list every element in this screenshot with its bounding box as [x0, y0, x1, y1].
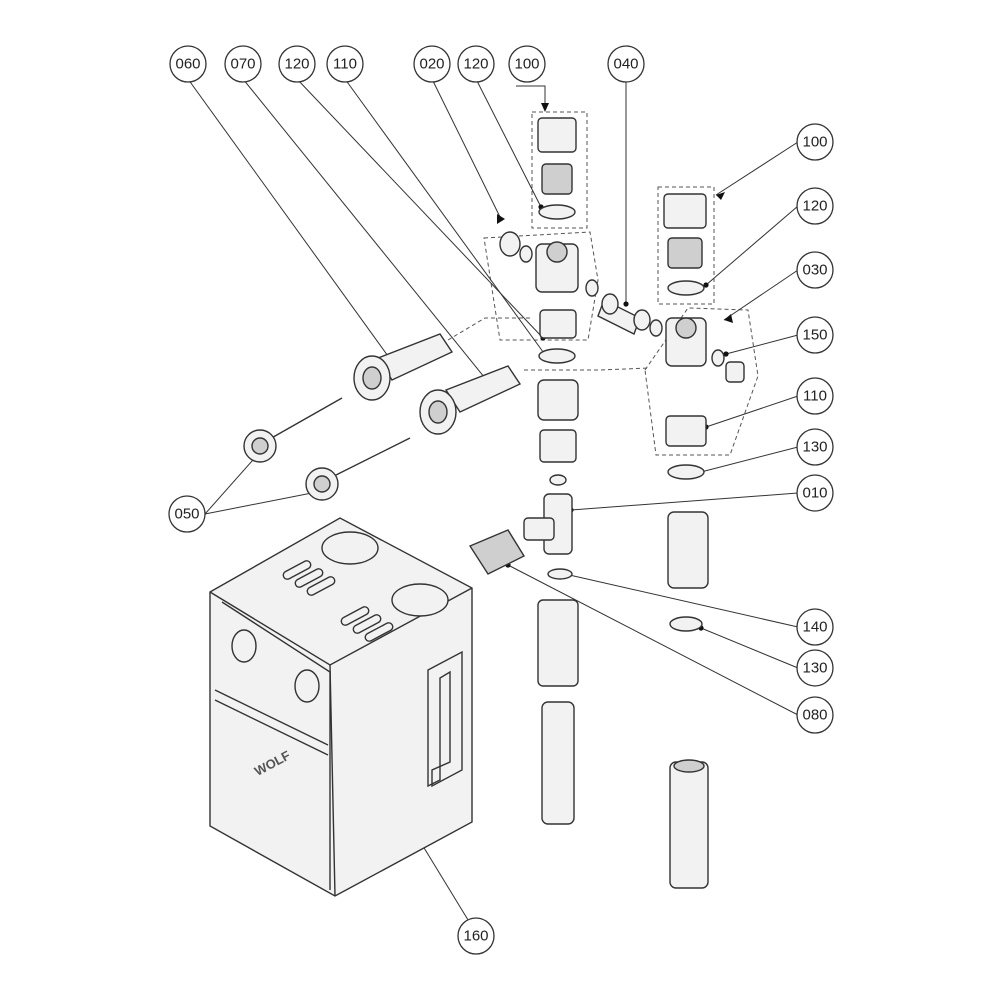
svg-text:100: 100 — [802, 134, 827, 151]
svg-text:120: 120 — [284, 56, 309, 73]
ball-valve-assembly-020 — [499, 117, 599, 364]
callout-050: 050 — [168, 495, 206, 533]
svg-text:070: 070 — [230, 56, 255, 73]
motor-head-080 — [468, 529, 525, 575]
svg-text:020: 020 — [419, 56, 444, 73]
valve-handles — [353, 333, 522, 435]
svg-text:140: 140 — [802, 619, 827, 636]
callout-100-right: 100 — [796, 123, 834, 161]
vent-slots — [282, 560, 394, 642]
svg-text:120: 120 — [802, 198, 827, 215]
callout-130-upper: 130 — [796, 428, 834, 466]
callout-120-top-center: 120 — [457, 45, 495, 83]
svg-text:120: 120 — [463, 56, 488, 73]
callout-070: 070 — [224, 45, 262, 83]
pump-column — [468, 379, 579, 825]
svg-text:010: 010 — [802, 485, 827, 502]
callout-100-top: 100 — [508, 45, 546, 83]
callout-130-lower: 130 — [796, 649, 834, 687]
svg-text:080: 080 — [802, 707, 827, 724]
callout-120-top-left: 120 — [278, 45, 316, 83]
callout-010: 010 — [796, 474, 834, 512]
callout-140: 140 — [796, 608, 834, 646]
svg-text:050: 050 — [174, 506, 199, 523]
svg-text:060: 060 — [175, 56, 200, 73]
right-pipe-column — [667, 511, 709, 889]
svg-text:150: 150 — [802, 327, 827, 344]
callout-110-top: 110 — [326, 45, 364, 83]
svg-text:110: 110 — [803, 388, 827, 405]
svg-text:130: 130 — [802, 439, 827, 456]
svg-text:160: 160 — [463, 928, 488, 945]
insulation-housing: WOLF — [209, 517, 473, 897]
svg-text:100: 100 — [514, 56, 539, 73]
leader-lines — [187, 78, 799, 934]
thermometers — [243, 397, 411, 501]
connector-040 — [597, 293, 663, 337]
svg-text:040: 040 — [613, 56, 638, 73]
callout-040: 040 — [607, 45, 645, 83]
arrow-heads — [497, 103, 733, 323]
svg-text:030: 030 — [802, 262, 827, 279]
callout-160: 160 — [457, 917, 495, 955]
callout-120-right: 120 — [796, 187, 834, 225]
callout-060: 060 — [169, 45, 207, 83]
svg-text:110: 110 — [333, 56, 357, 73]
callout-020: 020 — [413, 45, 451, 83]
callout-150: 150 — [796, 316, 834, 354]
ball-valve-assembly-030 — [663, 193, 745, 480]
callout-110-right: 110 — [796, 377, 834, 415]
assembly-outlines — [447, 111, 759, 456]
callout-030: 030 — [796, 251, 834, 289]
svg-text:130: 130 — [802, 660, 827, 677]
callout-080: 080 — [796, 696, 834, 734]
callouts: 060 070 120 110 020 120 100 040 — [168, 45, 834, 955]
